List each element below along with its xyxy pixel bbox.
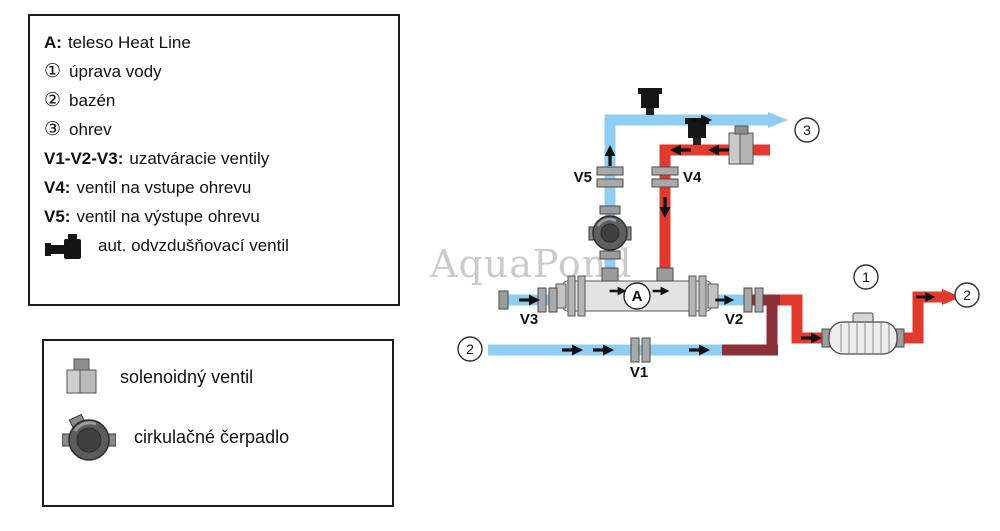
heat-exchanger: A [555,267,719,317]
legend-key: A: [44,32,62,52]
legend-text: cirkulačné čerpadlo [134,426,290,447]
valve-v2-union [743,287,764,313]
auto-vent-valve-icon [45,233,81,259]
cold-pipe-arrow-tip [768,112,788,128]
circled-3-symbol: ③ [44,118,62,140]
legend-row-pump: cirkulačné čerpadlo [62,409,374,465]
valve-v1-union [630,337,651,363]
legend-row-node2: ② bazén [44,86,384,115]
node-1-number: 1 [862,269,870,285]
node-2-right-number: 2 [963,287,971,303]
node-3-number: 3 [803,122,811,138]
circulation-pump-icon [62,413,116,461]
node-1: 1 [853,264,879,290]
legend-row-v5: V5: ventil na výstupe ohrevu [44,202,384,231]
solenoid-valve-icon [66,358,97,394]
valve-v5-union [596,166,624,188]
watermark-text: AquaPond [429,242,633,286]
circled-1-symbol: ① [44,60,62,82]
legend-text: uzatváracie ventily [129,148,270,168]
valve-labels: V5 V4 V3 V2 V1 [520,169,743,381]
legend-row-solenoid: solenoidný ventil [62,357,374,397]
solenoid-valve-icon [728,125,754,165]
legend-text: úprava vody [69,61,162,81]
node-2-left-number: 2 [466,341,474,357]
legend-text: bazén [69,90,116,110]
legend-row-node1: ① úprava vody [44,57,384,86]
legend-text: ventil na vstupe ohrevu [76,177,252,197]
inlet-end-fitting [498,290,509,310]
legend-text: solenoidný ventil [120,366,254,387]
legend-key: V4: [44,177,71,197]
auto-vent-valve-top-icon [638,88,662,115]
legend-key: V1-V2-V3: [44,148,124,168]
legend-row-v123: V1-V2-V3: uzatváracie ventily [44,144,384,173]
legend-key: V5: [44,206,71,226]
legend-row-vent: aut. odvzdušňovací ventil [44,231,384,260]
circulation-pump [588,205,632,260]
legend-row-v4: V4: ventil na vstupe ohrevu [44,173,384,202]
legend-text: aut. odvzdušňovací ventil [98,235,289,255]
legend-row-exchanger: A: teleso Heat Line [44,28,384,57]
label-v3: V3 [520,311,538,328]
label-v1: V1 [630,364,648,381]
node-2-left: 2 [457,336,483,362]
node-3: 3 [794,117,820,143]
legend-box-symbols: solenoidný ventil cirkulačné čerpadlo [42,339,394,507]
legend-text: teleso Heat Line [67,32,191,52]
node-2-right: 2 [954,282,980,308]
label-v2: V2 [725,311,743,328]
legend-text: ohrev [69,119,112,139]
exchanger-label: A [632,288,643,305]
valve-v4-union [651,166,679,188]
label-v5: V5 [574,169,592,186]
hot-pipe-arrow-tip [942,289,961,305]
legend-text: ventil na výstupe ohrevu [76,206,260,226]
label-v4: V4 [683,169,702,186]
legend-box-main: A: teleso Heat Line ① úprava vody ② bazé… [28,14,400,306]
circled-2-symbol: ② [44,89,62,111]
node-labels: 2 2 3 1 [457,117,980,362]
hot-pipe-heater-inlet [659,144,770,290]
water-treatment-valve [821,312,905,355]
legend-row-node3: ③ ohrev [44,115,384,144]
